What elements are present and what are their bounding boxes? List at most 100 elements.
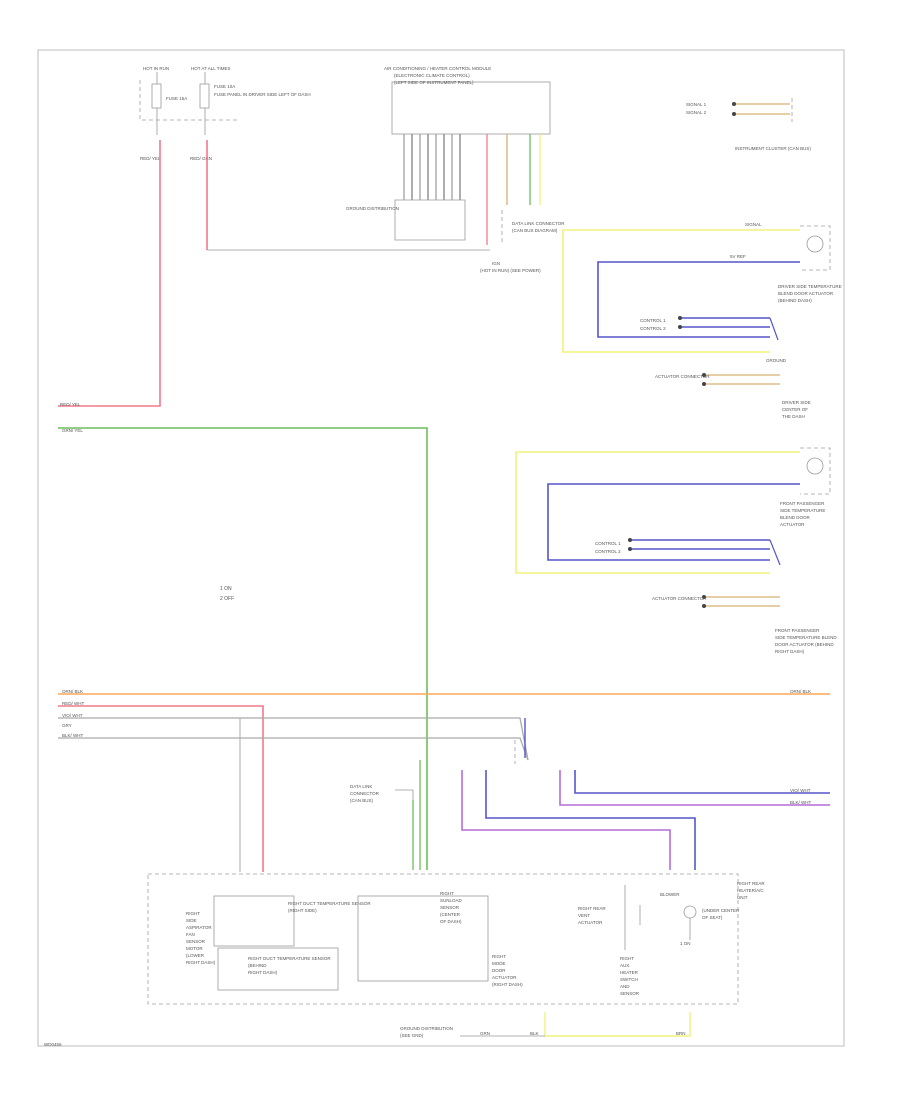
label-ps-loc-3: DOOR ACTUATOR (BEHIND [775,642,834,647]
label-wire-v: VIO/ WHT [62,713,83,718]
label-dr-gnd: GROUND [766,358,787,363]
label-ign: IGN [492,261,500,266]
climate-control-module-top: AIR CONDITIONING / HEATER CONTROL MODULE… [384,66,551,135]
label-mod-e-1: RIGHT [492,954,506,959]
wire-red-1 [58,140,161,407]
label-wire-o: ORN/ BLK [62,689,83,694]
label-mod-a-5: SENSOR [186,939,206,944]
label-right-top-1: SIGNAL 1 [686,102,707,107]
label-wire-br: BLK/ WHT [790,800,812,805]
label-left-top-1: RED/ YEL [140,156,161,161]
label-bottom-4: BLK [530,1031,539,1036]
label-wire-b: BLK/ WHT [62,733,84,738]
label-ds-1: DATA LINK [350,784,372,789]
wire-yellow-ps [515,451,800,574]
label-mod-d-1: RIGHT [440,891,454,896]
label-ps-loc-2: SIDE TEMPERATURE BLEND [775,635,837,640]
wire-gray-2 [58,737,529,761]
label-right-top-2: SIGNAL 2 [686,110,707,115]
label-mod-h-1: RIGHT REAR [737,881,765,886]
label-dr-sig: SIGNAL [745,222,762,227]
wire-violet-1 [461,770,671,870]
label-mod-h-7: 1 ON [680,941,691,946]
label-mod-d-5: OF DASH) [440,919,462,924]
label-mod-a-2: SIDE [186,918,197,923]
label-bottom-2: (SEE GND) [400,1033,424,1038]
label-mod-g-3: HEATER [620,970,639,975]
label-mod-h-6: BLOWER [660,892,680,897]
label-dr-conn-1: CONTROL 1 [640,318,666,323]
label-wire-g: GRY [62,723,72,728]
label-mod-e-4: ACTUATOR [492,975,517,980]
label-dr-ref: 5V REF [730,254,746,259]
label-ps-conn-2: CONTROL 2 [595,549,621,554]
label-mod-e-3: DOOR [492,968,506,973]
label-wire-l2: GRN/ YEL [62,428,83,433]
label-mod-f-1: RIGHT REAR [578,906,606,911]
label-mod-d-2: SUNLOAD [440,898,463,903]
label-mod-g-1: RIGHT [620,956,634,961]
label-module-title: AIR CONDITIONING / HEATER CONTROL MODULE [384,66,491,71]
fuse-icon [151,83,162,109]
label-data-link2: (CAN BUS DIAGRAM) [512,228,558,233]
label-fuse-2: FUSE 10A [214,84,235,89]
label-bottom-1: GROUND DISTRIBUTION [400,1026,453,1031]
fuse-block-top-left: HOT IN RUN HOT AT ALL TIMES FUSE 15A FUS… [139,66,311,161]
label-mod-d-4: (CENTER [440,912,461,917]
label-mod-h-4: (UNDER CENTER [702,908,740,913]
label-wire-o-right: ORN/ BLK [790,689,811,694]
label-mod-b2: (RIGHT SIDE) [288,908,317,913]
label-mod-g-2: AUX. [620,963,631,968]
label-wire-r: RED/ WHT [62,701,84,706]
label-mod-a-1: RIGHT [186,911,200,916]
passenger-temp-actuator: FRONT PASSENGER SIDE TEMPERATURE BLEND D… [515,447,837,654]
label-mod-c-2: (BEHIND [248,963,267,968]
label-mod-a-6: MOTOR [186,946,203,951]
wire-blue-1 [485,770,696,870]
label-ps-act-3: BLEND DOOR [780,515,811,520]
wire-red-lower [58,705,264,872]
label-ps-act-4: ACTUATOR [780,522,805,527]
wire-yellow-bottom [544,1012,691,1037]
wire-blue-ps [547,483,800,561]
label-mod-h-5: OF SEAT) [702,915,723,920]
label-hot-at-all-times: HOT AT ALL TIMES [191,66,231,71]
label-dr-conn-3: ACTUATOR CONNECTOR [655,374,710,379]
label-bottom-3: GRN [480,1031,490,1036]
label-mod-a-4: FAN [186,932,195,937]
label-ps-act-1: FRONT PASSENGER [780,501,825,506]
label-ds-3: (CAN BUS) [350,798,374,803]
label-wire-l1: RED/ YEL [60,402,81,407]
wire-yellow-dr [562,229,800,353]
label-dr-loc-1: DRIVER SIDE [782,400,811,405]
label-mod-a-3: ASPIRATOR [186,925,212,930]
label-mod-e-5: (RIGHT DASH) [492,982,523,987]
wire-blue-2 [574,770,830,794]
label-mod-a-8: RIGHT DASH) [186,960,216,965]
label-center-2: 2 OFF [220,596,234,602]
label-hot-in-run: HOT IN RUN [143,66,169,71]
label-center-1: 1 ON [220,586,232,592]
label-mod-f-2: VENT [578,913,590,918]
wire-violet-2 [559,770,830,806]
label-ground-dist: GROUND DISTRIBUTION [346,206,399,211]
wire-gray-1 [58,717,529,761]
label-dr-act-3: (BEHIND DASH) [778,298,812,303]
label-ps-act-2: SIDE TEMPERATURE [780,508,825,513]
sensor-icon [683,905,697,919]
label-mod-d-3: SENSOR [440,905,460,910]
wire-blue-dr [597,261,800,338]
label-dr-act-2: BLEND DOOR ACTUATOR [778,291,834,296]
label-mod-h-2: HEATER/A/C [737,888,764,893]
wire-bundle-gray [394,134,466,241]
diagram-frame [37,49,845,1047]
footer-code: WD0456 [44,1042,62,1047]
connector-top-right: SIGNAL 1 SIGNAL 2 INSTRUMENT CLUSTER (CA… [686,98,811,151]
label-dr-loc-2: CENTER OF [782,407,808,412]
label-ds-2: CONNECTOR [350,791,380,796]
motor-icon [806,457,824,475]
label-fuse-1: FUSE 15A [166,96,187,101]
label-dr-act-1: DRIVER SIDE TEMPERATURE [778,284,842,289]
label-mod-f-3: ACTUATOR [578,920,603,925]
